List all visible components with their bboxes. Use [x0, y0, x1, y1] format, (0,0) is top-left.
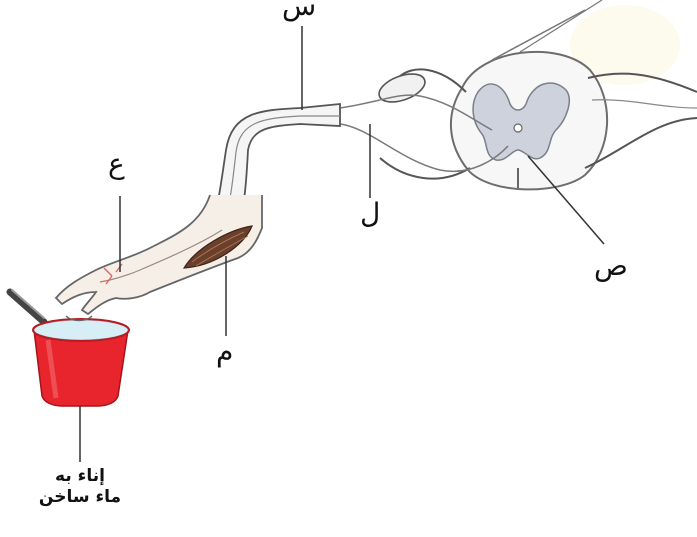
- arm: [56, 195, 262, 314]
- label-left-upper: ع: [108, 150, 125, 178]
- container-caption-line2: ماء ساخن: [30, 487, 130, 508]
- container-caption-line1: إناء به: [30, 466, 130, 487]
- central-canal: [514, 124, 522, 132]
- spoon-handle-highlight: [12, 290, 44, 318]
- arm-outline: [56, 195, 262, 314]
- right-root-inner: [592, 100, 697, 108]
- hot-water-container: [33, 316, 129, 406]
- spoon-handle: [10, 292, 44, 322]
- ventral-root: [380, 158, 470, 179]
- container-caption: إناء به ماء ساخن: [30, 466, 130, 509]
- label-muscle: م: [216, 338, 233, 366]
- label-top: س: [282, 0, 316, 20]
- label-right: ص: [594, 252, 628, 280]
- label-middle: ل: [360, 200, 380, 228]
- spoon: [10, 290, 44, 322]
